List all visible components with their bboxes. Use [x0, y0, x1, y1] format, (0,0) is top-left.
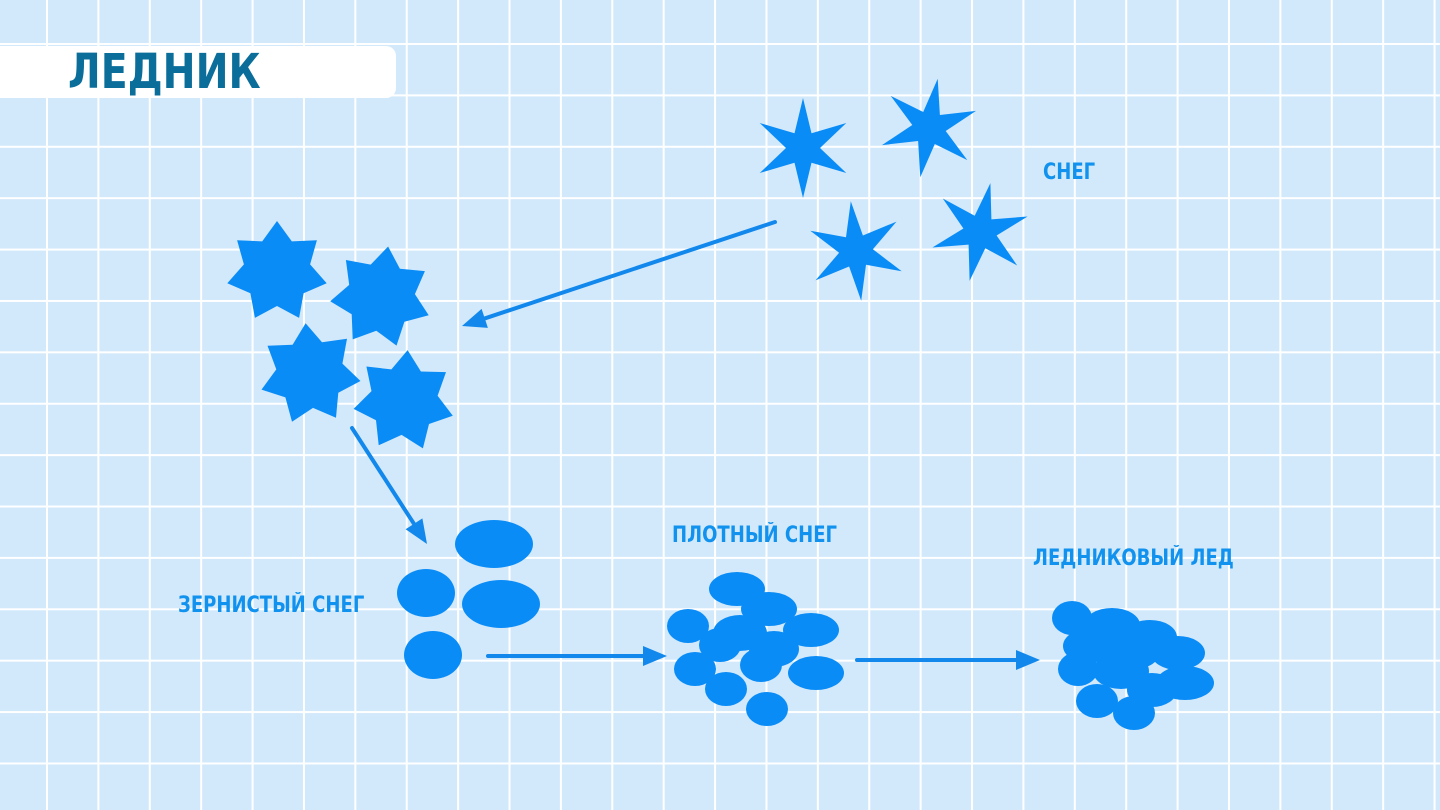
snowflake-icon	[810, 201, 902, 301]
arrow-granular-to-dense	[486, 646, 667, 666]
granular-grain	[404, 631, 462, 679]
title-banner	[0, 46, 396, 98]
dense-grain	[741, 592, 797, 626]
ice-grain	[1113, 696, 1155, 730]
label-granular-snow: ЗЕРНИСТЫЙ СНЕГ	[178, 593, 365, 618]
snowflake-icon	[759, 98, 847, 198]
dense-grain	[746, 692, 788, 726]
dense-grain	[783, 613, 839, 647]
granular-grain	[462, 580, 540, 628]
arrow-snow-to-firn	[462, 220, 777, 328]
ice-grain	[1058, 652, 1098, 686]
page-title: ЛЕДНИК	[68, 44, 261, 100]
dense-grain	[674, 652, 716, 686]
arrows-group	[350, 220, 1040, 670]
snowflake-icon	[932, 183, 1028, 281]
glacial-ice-group	[1052, 601, 1214, 730]
dense-grain	[740, 648, 782, 682]
granular-grain	[455, 520, 533, 568]
dense-grain	[788, 656, 844, 690]
firn-star-icon	[261, 323, 361, 422]
ice-grain	[1076, 684, 1118, 718]
ice-grain	[1151, 636, 1205, 670]
snowflake-icon	[882, 78, 976, 178]
firn-star-icon	[227, 221, 327, 318]
granular-grain	[397, 569, 455, 617]
firn-group	[227, 221, 453, 449]
dense-grain	[699, 628, 741, 662]
dense-grain	[705, 672, 747, 706]
snow-group	[759, 78, 1028, 301]
label-snow: СНЕГ	[1043, 160, 1096, 185]
dense-snow-group	[667, 572, 844, 726]
ice-grain	[1052, 601, 1092, 635]
label-glacial-ice: ЛЕДНИКОВЫЙ ЛЕД	[1033, 546, 1234, 571]
dense-grain	[667, 609, 709, 643]
arrow-firn-to-granular	[350, 426, 427, 544]
firn-star-icon	[330, 246, 429, 346]
granular-snow-group	[397, 520, 540, 679]
arrow-dense-to-ice	[855, 650, 1040, 670]
label-dense-snow: ПЛОТНЫЙ СНЕГ	[672, 523, 838, 548]
firn-star-icon	[353, 350, 453, 449]
